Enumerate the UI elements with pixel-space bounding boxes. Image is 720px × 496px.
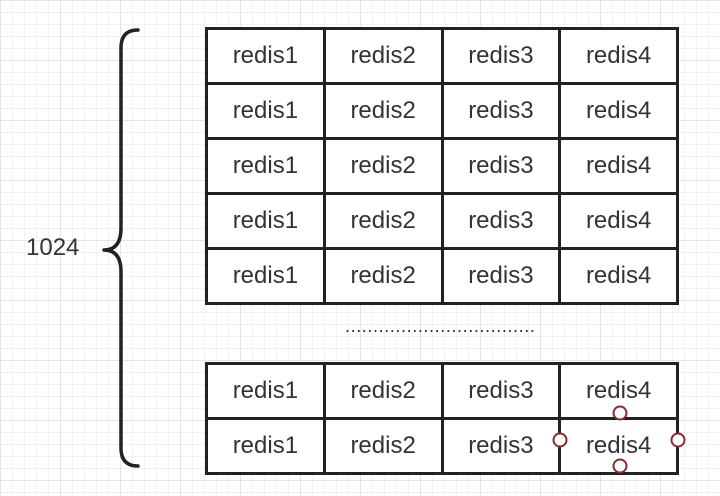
redis-cell[interactable]: redis1 <box>205 27 326 85</box>
selection-handle-left[interactable] <box>552 432 568 448</box>
redis-cell[interactable]: redis4 <box>558 137 679 195</box>
redis-cell[interactable]: redis2 <box>322 192 444 250</box>
selection-handle-bottom[interactable] <box>612 458 628 474</box>
redis-cell[interactable]: redis2 <box>322 137 444 195</box>
redis-cell[interactable]: redis1 <box>205 362 326 420</box>
redis-cell[interactable]: redis2 <box>322 27 444 85</box>
redis-cell[interactable]: redis3 <box>440 137 562 195</box>
slot-count-label: 1024 <box>26 234 80 261</box>
selection-handle-right[interactable] <box>670 432 686 448</box>
redis-cell[interactable]: redis1 <box>205 192 326 250</box>
redis-cell[interactable]: redis1 <box>205 137 326 195</box>
redis-cell[interactable]: redis3 <box>440 247 562 305</box>
redis-cell[interactable]: redis4 <box>558 27 679 85</box>
redis-cell[interactable]: redis4 <box>558 247 679 305</box>
redis-cell[interactable]: redis3 <box>440 82 562 140</box>
redis-cell[interactable]: redis4 <box>558 192 679 250</box>
redis-cell[interactable]: redis2 <box>322 247 444 305</box>
redis-cell[interactable]: redis3 <box>440 27 562 85</box>
redis-cell[interactable]: redis1 <box>205 82 326 140</box>
redis-cell[interactable]: redis3 <box>440 362 562 420</box>
redis-cell[interactable]: redis3 <box>440 417 562 475</box>
redis-cell[interactable]: redis2 <box>322 82 444 140</box>
redis-cell[interactable]: redis2 <box>322 417 444 475</box>
redis-cell[interactable]: redis2 <box>322 362 444 420</box>
redis-cell[interactable]: redis3 <box>440 192 562 250</box>
selection-handle-top[interactable] <box>612 405 628 421</box>
redis-cell[interactable]: redis4 <box>558 82 679 140</box>
ellipsis-separator: .................................. <box>345 316 536 336</box>
redis-cell[interactable]: redis1 <box>205 247 326 305</box>
redis-cell[interactable]: redis1 <box>205 417 326 475</box>
